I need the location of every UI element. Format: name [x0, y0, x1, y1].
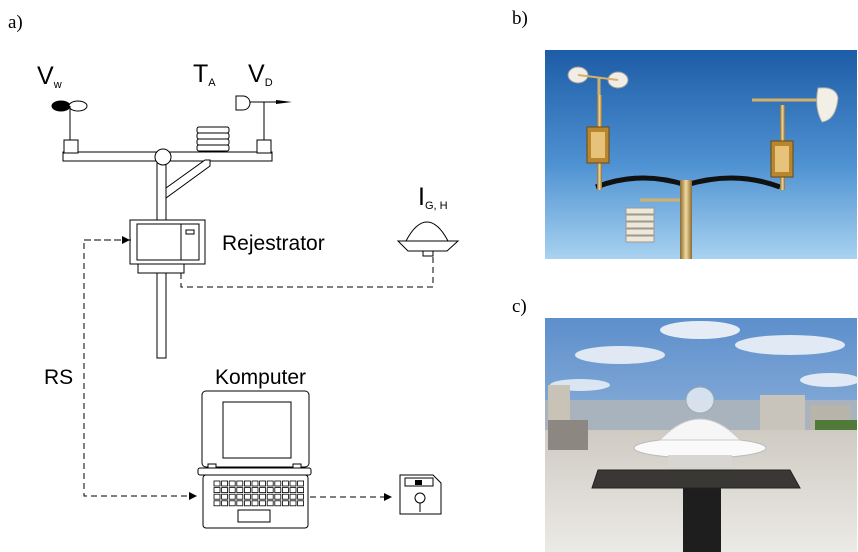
keyboard-key [266, 487, 274, 494]
keyboard-key [221, 500, 229, 507]
keyboard-key [228, 487, 236, 494]
photo-pyranometer-roof [545, 318, 858, 552]
computer-label: Komputer [215, 366, 306, 389]
keyboard-key [289, 480, 297, 487]
keyboard-key [259, 480, 267, 487]
keyboard-key [289, 500, 297, 507]
keyboard-key [236, 493, 244, 500]
anemometer-icon [51, 100, 88, 140]
keyboard-key [243, 480, 251, 487]
keyboard-key [221, 480, 229, 487]
data-logger-icon [129, 219, 206, 274]
photo-wind-sensors [545, 50, 857, 259]
keyboard-key [243, 500, 251, 507]
keyboard-key [251, 493, 259, 500]
keyboard-key [266, 493, 274, 500]
keyboard-key [259, 487, 267, 494]
keyboard-key [289, 487, 297, 494]
floppy-disk-icon [399, 474, 442, 515]
keyboard-key [236, 480, 244, 487]
logger-label: Rejestrator [222, 232, 325, 255]
station-schematic: Vw TA VD IG, H [37, 60, 460, 529]
keyboard-key [274, 480, 282, 487]
keyboard-key [251, 480, 259, 487]
keyboard-key [221, 493, 229, 500]
keyboard-key [274, 493, 282, 500]
keyboard-key [259, 493, 267, 500]
keyboard-key [236, 500, 244, 507]
panel-label-a: a) [8, 12, 23, 33]
keyboard-key [274, 500, 282, 507]
keyboard-key [297, 493, 305, 500]
keyboard-key [213, 487, 221, 494]
keyboard-key [251, 487, 259, 494]
keyboard-key [266, 480, 274, 487]
wind-vane-icon [235, 95, 292, 140]
keyboard-key [228, 493, 236, 500]
temperature-label: TA [193, 60, 216, 89]
keyboard-key [213, 480, 221, 487]
rs-label: RS [44, 366, 73, 389]
keyboard-key [228, 480, 236, 487]
keyboard-key [281, 493, 289, 500]
keyboard-key [297, 500, 305, 507]
keyboard-key [281, 500, 289, 507]
panel-label-c: c) [512, 296, 527, 317]
touchpad [237, 509, 271, 523]
laptop-icon [197, 390, 312, 529]
keyboard-key [251, 500, 259, 507]
keyboard-key [266, 500, 274, 507]
keyboard-key [221, 487, 229, 494]
panel-label-b: b) [512, 8, 528, 29]
keyboard-key [289, 493, 297, 500]
keyboard-key [243, 487, 251, 494]
keyboard-key [281, 487, 289, 494]
rs-link [83, 239, 197, 500]
wind-speed-label: Vw [37, 62, 62, 91]
keyboard-key [243, 493, 251, 500]
pyranometer-icon [396, 221, 460, 257]
keyboard-key [281, 480, 289, 487]
keyboard-key [297, 487, 305, 494]
keyboard-key [236, 487, 244, 494]
keyboard-key [297, 480, 305, 487]
pyranometer-cable [180, 256, 434, 288]
keyboard-key [213, 500, 221, 507]
keyboard-key [213, 493, 221, 500]
keyboard-key [274, 487, 282, 494]
keyboard-key [228, 500, 236, 507]
keyboard-key [259, 500, 267, 507]
radiation-shield-icon [196, 126, 230, 152]
irradiance-label: IG, H [418, 183, 448, 212]
wind-direction-label: VD [248, 60, 273, 89]
